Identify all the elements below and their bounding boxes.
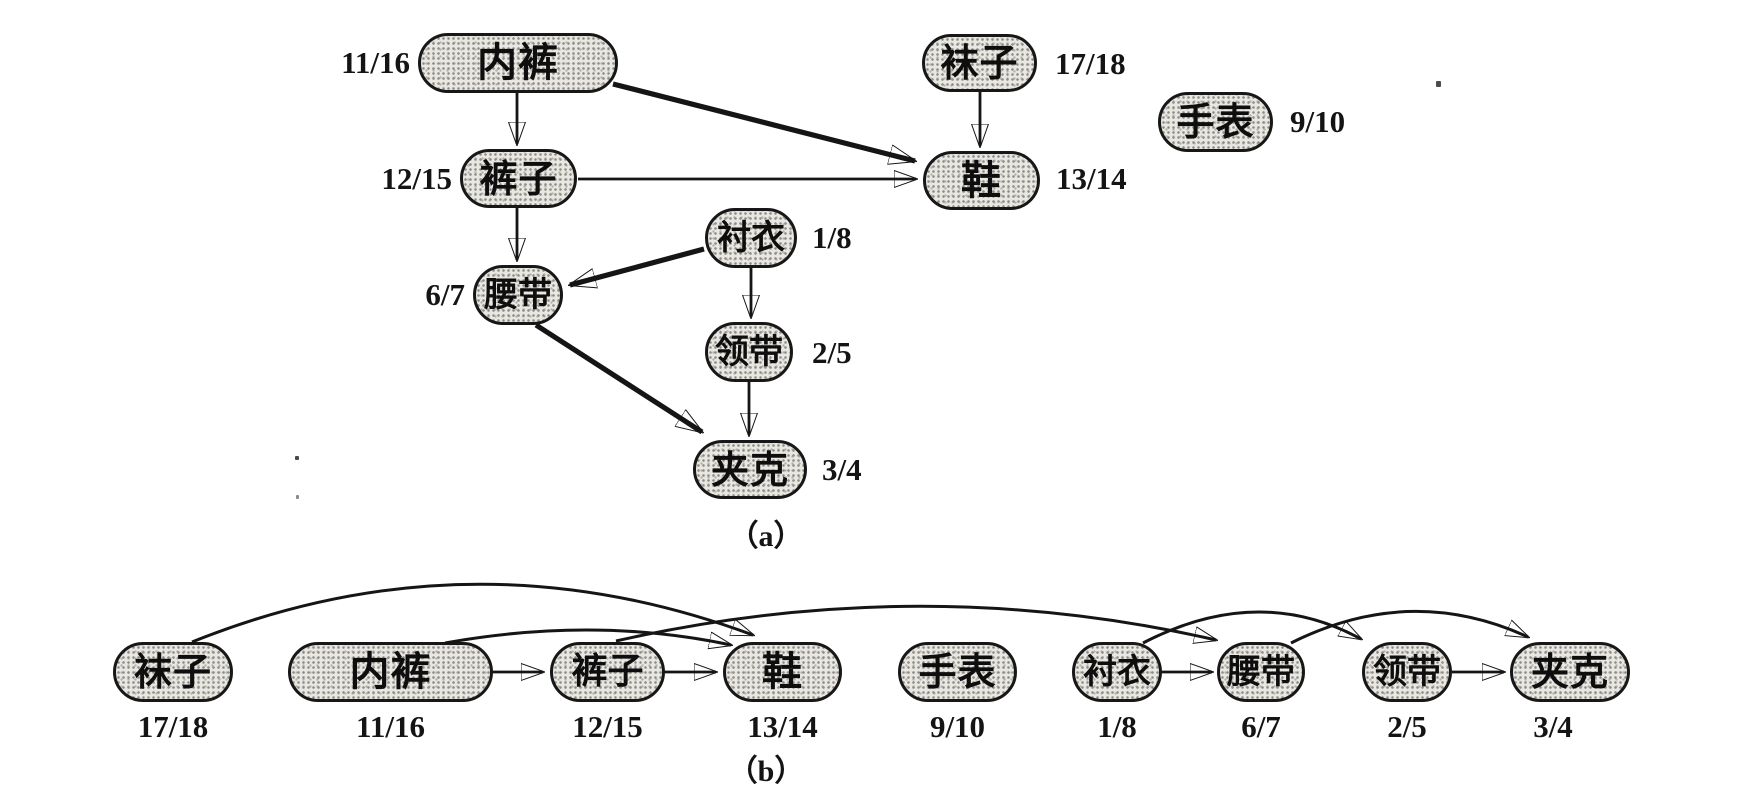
node-a-watch-label: 手表 [1176, 100, 1255, 144]
node-a-pants-label: 裤子 [479, 156, 558, 201]
time-a-shoes: 13/14 [1056, 161, 1127, 196]
node-b-shoes-label: 鞋 [762, 649, 803, 695]
node-a-socks: 袜子 [922, 34, 1037, 92]
artifact-dot [295, 456, 299, 460]
time-b-socks: 17/18 [137, 709, 209, 744]
node-a-watch: 手表 [1158, 92, 1273, 152]
edge-a-shirt-belt [570, 246, 705, 285]
time-b-underwear: 11/16 [356, 709, 425, 744]
node-b-socks: 袜子 [113, 642, 233, 702]
node-b-jacket: 夹克 [1510, 642, 1630, 702]
node-b-tie: 领带 [1362, 642, 1452, 702]
caption-b: （b） [727, 755, 805, 788]
caption-a: （a） [728, 520, 804, 553]
node-a-underwear-label: 内裤 [477, 40, 559, 86]
artifact-dot [1436, 81, 1441, 87]
node-a-tie: 领带 [705, 322, 793, 382]
time-a-belt: 6/7 [425, 277, 465, 312]
time-a-tie: 2/5 [812, 335, 852, 370]
edge-a-belt-jacket [534, 322, 702, 435]
node-a-shoes: 鞋 [923, 151, 1040, 210]
time-a-jacket: 3/4 [822, 452, 862, 487]
node-a-socks-label: 袜子 [940, 41, 1019, 85]
node-b-underwear-label: 内裤 [349, 649, 432, 695]
time-a-underwear: 11/16 [341, 45, 410, 80]
node-a-jacket-label: 夹克 [710, 447, 789, 492]
node-a-shirt-label: 衬衣 [717, 218, 785, 258]
node-a-shoes-label: 鞋 [961, 157, 1002, 204]
artifact-dot [296, 495, 299, 499]
node-b-watch-label: 手表 [918, 650, 997, 694]
node-a-tie-label: 领带 [715, 332, 783, 372]
node-a-belt-label: 腰带 [484, 275, 552, 315]
time-b-shirt: 1/8 [1097, 709, 1137, 744]
node-b-tie-label: 领带 [1373, 652, 1441, 692]
time-a-pants: 12/15 [381, 161, 452, 196]
edge-b-socks-shoes [191, 582, 753, 644]
node-a-jacket: 夹克 [693, 440, 807, 499]
node-b-underwear: 内裤 [288, 642, 493, 702]
node-b-shirt: 衬衣 [1072, 642, 1162, 702]
node-b-pants: 裤子 [550, 642, 665, 702]
edge-b-shirt-tie [1142, 610, 1361, 645]
time-a-shirt: 1/8 [812, 220, 852, 255]
node-b-belt-label: 腰带 [1227, 652, 1295, 692]
edge-b-pants-belt [615, 604, 1216, 641]
time-a-watch: 9/10 [1290, 104, 1346, 139]
time-b-tie: 2/5 [1387, 709, 1427, 744]
node-b-shoes: 鞋 [723, 642, 842, 702]
time-a-socks: 17/18 [1055, 46, 1126, 81]
time-b-watch: 9/10 [929, 709, 986, 744]
time-b-pants: 12/15 [572, 709, 643, 744]
node-b-shirt-label: 衬衣 [1083, 652, 1151, 692]
time-b-shoes: 13/14 [747, 709, 818, 744]
time-b-belt: 6/7 [1241, 709, 1281, 744]
node-b-belt: 腰带 [1217, 642, 1305, 702]
node-a-pants: 裤子 [460, 149, 577, 208]
node-a-shirt: 衬衣 [705, 208, 797, 268]
node-b-watch: 手表 [898, 642, 1017, 702]
node-b-jacket-label: 夹克 [1530, 650, 1609, 694]
node-a-belt: 腰带 [473, 265, 563, 325]
time-b-jacket: 3/4 [1533, 709, 1573, 744]
edge-a-underwear-shoes [612, 81, 915, 161]
node-b-pants-label: 裤子 [571, 651, 644, 692]
node-a-underwear: 内裤 [418, 33, 618, 93]
edge-b-belt-jacket [1290, 610, 1528, 645]
node-b-socks-label: 袜子 [133, 650, 212, 694]
